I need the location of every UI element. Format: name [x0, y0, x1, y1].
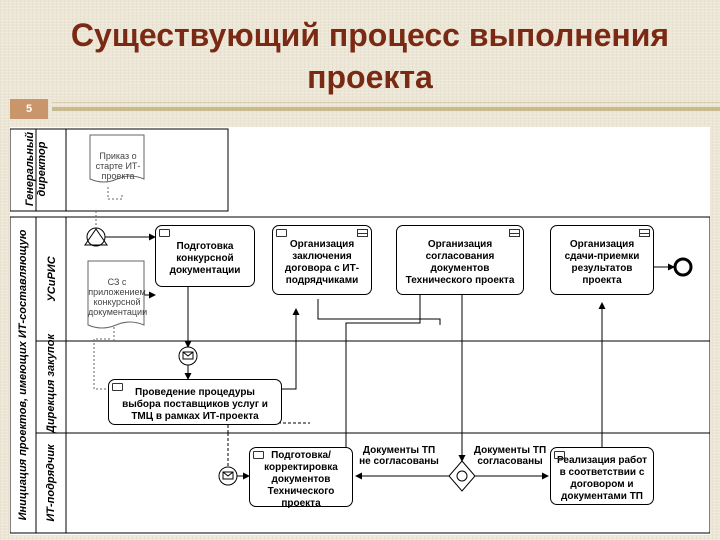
slide-title: Существующий процесс выполнения проекта — [40, 14, 700, 98]
edge-label-not-agreed: Документы ТП не согласованы — [359, 445, 439, 467]
lane-label-procurement: Дирекция закупок — [45, 333, 57, 433]
user-task-icon — [112, 383, 123, 391]
start-event-triangle — [84, 228, 108, 246]
task-label: Организация заключения договора с ИТ-под… — [284, 239, 360, 286]
decision-gateway — [448, 460, 476, 492]
header-divider — [0, 98, 720, 120]
edge-label-agreed: Документы ТП согласованы — [473, 445, 547, 467]
title-line-2: проекта — [307, 59, 433, 95]
task-label: Подготовка конкурсной документации — [169, 241, 241, 276]
title-line-1: Существующий процесс выполнения — [70, 17, 670, 53]
message-task-icon — [509, 229, 520, 237]
lane-label-it-contractor: ИТ-подрядчик — [45, 444, 57, 522]
user-task-icon — [253, 451, 264, 459]
lane-label-usiris: УСиРИС — [46, 256, 58, 302]
doc-order-shape — [89, 134, 145, 183]
process-diagram: Генеральный директор Инициация проектов,… — [10, 127, 710, 535]
task-label: Проведение процедуры выбора поставщиков … — [122, 387, 268, 422]
message-task-icon — [639, 229, 650, 237]
task-supplier-selection: Проведение процедуры выбора поставщиков … — [108, 379, 282, 425]
doc-memo: СЗ с приложением конкурсной документации — [88, 277, 148, 317]
end-event — [673, 257, 693, 277]
task-label: Реализация работ в соответствии с догово… — [557, 455, 647, 502]
task-label: Организация сдачи-приемки результатов пр… — [564, 239, 640, 286]
task-prepare-tender-docs: Подготовка конкурсной документации — [155, 225, 255, 287]
task-label: Организация согласования документов Техн… — [405, 239, 515, 286]
task-contract-organization: Организация заключения договора с ИТ-под… — [272, 225, 372, 295]
lane-label-director: Генеральный директор — [24, 131, 48, 207]
user-task-icon — [554, 451, 565, 459]
task-label: Подготовка/ корректировка документов Тех… — [264, 450, 338, 509]
task-acceptance-organization: Организация сдачи-приемки результатов пр… — [550, 225, 654, 295]
pool-label-main: Инициация проектов, имеющих ИТ-составляю… — [17, 229, 29, 521]
user-task-icon — [159, 229, 170, 237]
message-task-icon — [357, 229, 368, 237]
doc-order: Приказ о старте ИТ-проекта — [95, 151, 141, 181]
page-number-badge: 5 — [10, 99, 48, 119]
task-prepare-tech-docs: Подготовка/ корректировка документов Тех… — [249, 447, 353, 509]
doc-memo-shape — [87, 260, 145, 329]
task-approval-organization: Организация согласования документов Техн… — [396, 225, 524, 295]
user-task-icon — [276, 229, 287, 237]
task-implementation: Реализация работ в соответствии с догово… — [550, 447, 654, 505]
